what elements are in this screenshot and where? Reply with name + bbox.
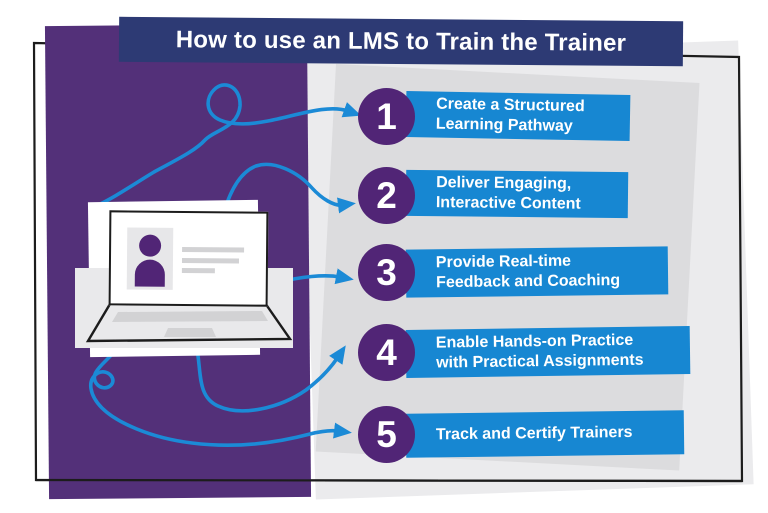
step-number: 1 <box>376 95 397 137</box>
profile-text-line <box>181 267 215 274</box>
profile-text-line <box>182 246 245 253</box>
step-label-line: Provide Real-time <box>435 252 572 271</box>
step-number: 4 <box>376 331 397 373</box>
step-number-circle-3: 3 <box>358 244 415 301</box>
step-label-line: Interactive Content <box>435 194 581 213</box>
step-banner-3: Provide Real-time Feedback and Coaching <box>405 246 669 298</box>
step-number-circle-2: 2 <box>358 167 415 224</box>
step-number: 2 <box>376 174 397 216</box>
profile-text-line <box>181 257 240 264</box>
step-label-line: Feedback and Coaching <box>436 271 621 292</box>
step-label-line: Deliver Engaging, <box>436 173 572 193</box>
profile-photo-box <box>126 227 174 290</box>
step-banner-1: Create a Structured Learning Pathway <box>405 91 631 141</box>
person-avatar-icon <box>139 234 162 257</box>
step-banner-5: Track and Certify Trainers <box>405 410 685 458</box>
step-banner-4: Enable Hands-on Practice with Practical … <box>405 326 691 378</box>
step-label-line: Learning Pathway <box>435 115 573 135</box>
step-banner-2: Deliver Engaging, Interactive Content <box>405 169 629 219</box>
step-number-circle-4: 4 <box>358 324 415 381</box>
step-label-line: with Practical Assignments <box>436 351 644 372</box>
page-title: How to use an LMS to Train the Trainer <box>175 25 627 57</box>
step-number: 3 <box>376 251 397 293</box>
title-banner: How to use an LMS to Train the Trainer <box>118 16 684 67</box>
laptop-keyboard <box>112 311 268 322</box>
laptop-screen <box>108 210 269 307</box>
step-number-circle-1: 1 <box>358 88 415 145</box>
step-number-circle-5: 5 <box>358 406 415 463</box>
person-avatar-body <box>134 259 165 287</box>
laptop-touchpad <box>164 328 216 337</box>
step-number: 5 <box>376 413 397 455</box>
step-label-line: Track and Certify Trainers <box>435 423 633 444</box>
